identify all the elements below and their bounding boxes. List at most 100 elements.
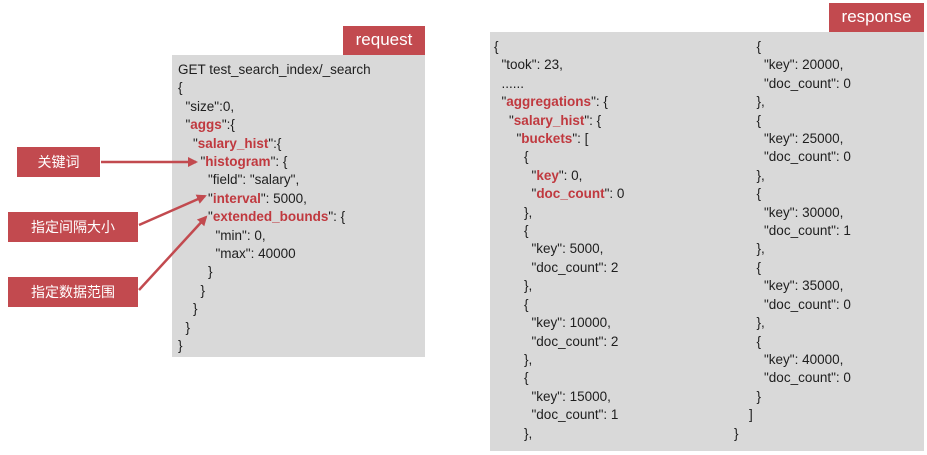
code-text: " [494, 112, 514, 128]
code-line: { [494, 297, 529, 312]
code-line: "max": 40000 [178, 246, 296, 261]
code-text: ":{ [268, 135, 282, 151]
code-line: "doc_count": 0 [494, 186, 625, 202]
code-text: }, [494, 351, 533, 367]
code-text: } [178, 338, 183, 354]
code-line: "key": 5000, [494, 241, 604, 257]
code-text: } [178, 282, 206, 298]
code-line: } [178, 282, 206, 298]
request-panel [172, 55, 425, 357]
code-text: } [734, 388, 762, 404]
code-text: { [494, 296, 529, 312]
code-text: { [494, 149, 529, 165]
code-line: "key": 40000, [734, 352, 843, 367]
code-text: " [494, 167, 537, 183]
code-text: "key": 15000, [494, 388, 611, 404]
code-keyword: salary_hist [197, 135, 269, 151]
code-text: ": 0, [558, 167, 583, 183]
code-text: ": { [584, 112, 602, 128]
code-line: "aggregations": { [494, 94, 608, 109]
code-line: }, [494, 352, 532, 367]
code-line: } [178, 301, 198, 316]
code-text: "key": 40000, [734, 351, 844, 367]
code-text: "doc_count": 1 [734, 223, 851, 239]
code-line: "aggs":{ [178, 117, 235, 132]
code-line: "key": 25000, [734, 131, 843, 146]
code-text: } [178, 264, 213, 280]
code-line: "doc_count": 1 [494, 407, 619, 423]
code-line: { [734, 39, 762, 54]
code-text: "doc_count": 0 [734, 370, 851, 386]
code-line: ] [734, 407, 753, 422]
code-line: "field": "salary", [178, 172, 299, 187]
code-line: { [734, 112, 762, 128]
code-line: "salary_hist": { [494, 113, 601, 128]
code-text: { [494, 39, 499, 54]
code-text: " [494, 94, 507, 110]
code-line: "salary_hist":{ [178, 136, 281, 151]
code-keyword: aggregations [506, 94, 592, 110]
code-keyword: buckets [521, 131, 573, 147]
request-code: GET test_search_index/_search { "size":0… [178, 61, 371, 356]
code-text: ": { [591, 94, 608, 110]
code-text: ] [734, 407, 753, 423]
code-text: "key": 5000, [494, 241, 604, 257]
code-text: { [734, 259, 762, 275]
code-line: }, [734, 315, 765, 330]
code-text: "key": 10000, [494, 315, 611, 331]
range-label: 指定数据范围 [8, 277, 138, 307]
code-keyword: key [536, 167, 559, 183]
code-text: "doc_count": 2 [494, 333, 619, 349]
code-text: { [734, 112, 762, 128]
code-line: { [734, 259, 762, 275]
interval-label: 指定间隔大小 [8, 212, 138, 242]
request-tag: request [343, 26, 425, 55]
code-text: GET test_search_index/_search [178, 62, 371, 77]
code-text: " [178, 154, 206, 170]
response-panel [490, 32, 924, 451]
code-text: ...... [494, 75, 525, 91]
code-line: { [494, 149, 529, 164]
code-text: ": { [270, 154, 288, 170]
code-line: "extended_bounds": { [178, 209, 345, 224]
code-text: }, [494, 204, 533, 220]
code-line: }, [494, 426, 532, 441]
code-line: "key": 15000, [494, 389, 611, 404]
code-line: { [734, 186, 762, 201]
response-code-column-1: { "took": 23, ...... "aggregations": { "… [494, 38, 624, 443]
code-line: "interval": 5000, [178, 191, 307, 206]
code-keyword: interval [212, 190, 261, 206]
code-text: { [734, 39, 762, 54]
code-text: { [734, 333, 762, 349]
keyword-label: 关键词 [17, 147, 100, 177]
code-line: "histogram": { [178, 154, 288, 170]
response-tag: response [829, 3, 924, 32]
code-text: ": { [328, 209, 346, 225]
code-text: } [734, 425, 739, 441]
code-text: "doc_count": 0 [734, 75, 851, 91]
code-text: { [494, 370, 529, 386]
code-line: } [734, 426, 739, 441]
code-text: " [178, 209, 213, 225]
code-line: }, [734, 241, 765, 256]
code-line: }, [734, 168, 765, 183]
code-text: "key": 35000, [734, 278, 844, 294]
code-text: ": 5000, [260, 190, 307, 206]
code-text: "took": 23, [494, 57, 563, 73]
code-line: "doc_count": 0 [734, 149, 851, 164]
code-text: }, [494, 425, 533, 441]
code-line: { [178, 80, 183, 95]
code-line: }, [494, 278, 532, 293]
code-keyword: doc_count [536, 186, 605, 202]
code-text: { [494, 223, 529, 239]
code-line: "doc_count": 2 [494, 333, 619, 349]
code-line: "key": 30000, [734, 205, 843, 220]
code-text: "doc_count": 0 [734, 149, 851, 165]
code-line: "doc_count": 0 [734, 76, 851, 91]
code-line: } [178, 264, 213, 279]
code-text: }, [494, 278, 533, 294]
code-text: " [494, 186, 537, 202]
code-text: "doc_count": 1 [494, 407, 619, 423]
code-line: GET test_search_index/_search [178, 62, 371, 77]
code-line: "doc_count": 1 [734, 223, 851, 238]
